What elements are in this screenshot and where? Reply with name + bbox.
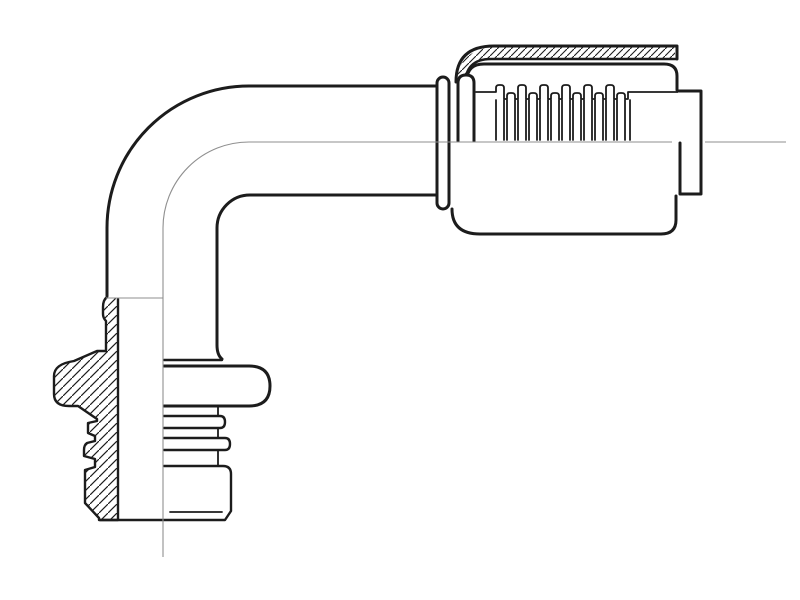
nipple-fill [678, 91, 701, 194]
shell-barrel-line [465, 62, 679, 92]
shell-collar-ring [435, 75, 451, 211]
retention-ridge-1 [162, 414, 227, 430]
centerline-vertical [162, 141, 672, 557]
cap-hatch-fill [457, 47, 675, 83]
tube-inner-edge [215, 193, 439, 361]
shell-inner-collar-ring [456, 73, 476, 143]
section-hatch-fill [54, 297, 118, 520]
sectioned-left-half [52, 295, 120, 522]
shell-body-outline [450, 194, 678, 236]
nipple-outline [676, 89, 703, 196]
crimp-ribs [475, 84, 679, 141]
centerlines [106, 141, 786, 557]
tube-outer-edge [105, 84, 439, 298]
retention-ridge-2 [162, 436, 232, 452]
cap-outer-line [454, 44, 679, 84]
elbow-tube [105, 84, 439, 361]
section-outline [52, 295, 120, 522]
bottom-port-fitting [52, 295, 272, 522]
rib-indent-lines [495, 99, 631, 141]
end-nipple [676, 89, 703, 196]
outline-right-half [98, 358, 272, 522]
crimp-shell [435, 44, 703, 236]
rib-profile-line [475, 84, 679, 100]
sealing-flange [162, 364, 272, 408]
bottom-pilot-cylinder [98, 464, 233, 522]
